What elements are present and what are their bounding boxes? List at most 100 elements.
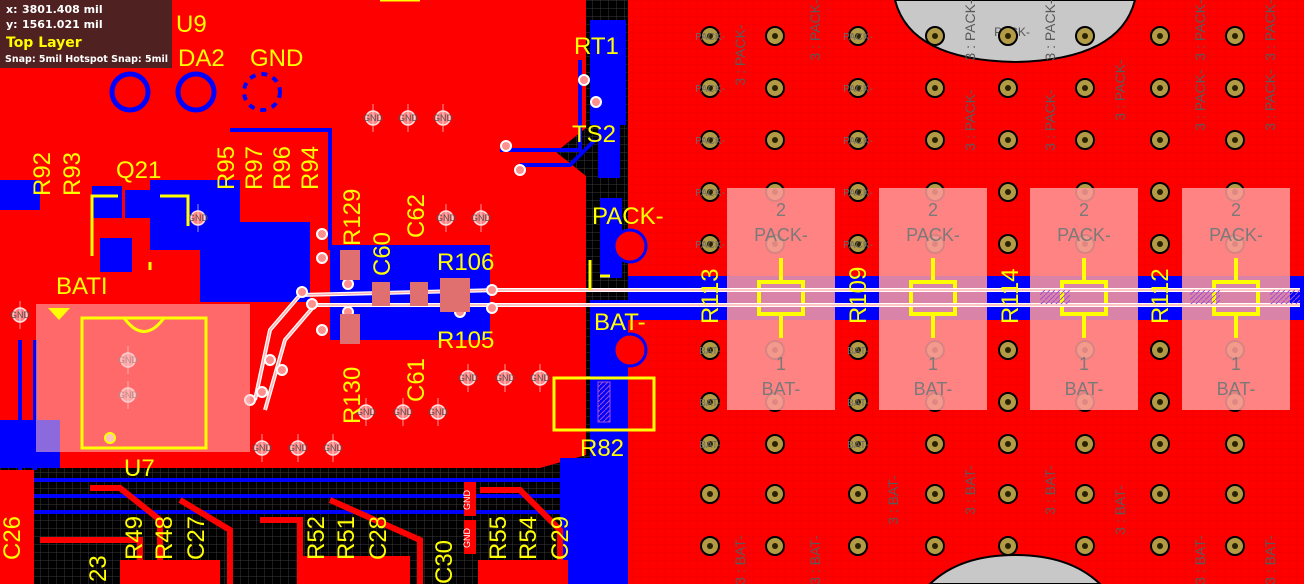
pad-bottom-net: BAT- [1217,379,1256,399]
designator-r130: R130 [339,367,366,424]
silkscreen-misc [380,0,610,290]
pack-pad-highlight[interactable] [879,188,987,410]
designator-r109: R109 [845,267,872,324]
pad-bottom-number: 1 [1231,354,1241,374]
pad-top-number: 2 [1231,200,1241,220]
gnd-via-label: GND [252,443,273,453]
designator-r114: R114 [997,268,1024,324]
hole-net-label: PACK- [843,136,873,147]
designator-r94: R94 [297,146,324,190]
hole-net-label: BAT- [699,440,720,451]
gnd-via-label: GND [495,373,516,383]
designator-r51: R51 [333,516,360,560]
hud-y-label: y: [6,18,18,31]
stacked-gnd-label: GND [462,490,472,511]
hole-net-label: PACK- [695,32,725,43]
pad-top-number: 2 [928,200,938,220]
bat-rotated-label: 3 : BAT- [885,475,901,525]
hole-net-label: PACK- [843,240,873,251]
gnd-via-label: GND [363,113,384,123]
hole-net-label: BAT- [699,346,720,357]
designator-r93: R93 [59,152,86,196]
header-pads[interactable] [109,71,217,113]
bat-rotated-label: 3 : BAT- [962,465,978,515]
bati-marker [48,308,70,320]
hud-y-value: 1561.021 mil [22,18,103,31]
gnd-via-label: GND [10,310,31,320]
pack-rotated-label: 3 : PACK- [1262,0,1278,61]
pad-bottom-number: 1 [928,354,938,374]
pack-rotated-label: 3 : PACK- [1192,69,1208,131]
smd-pads[interactable] [92,186,470,344]
designator-bat-net: BAT- [594,309,646,336]
gnd-via-label: GND [458,373,479,383]
pad-bottom-net: BAT- [762,379,801,399]
designator-r48: R48 [151,516,178,560]
pad-bottom-net: BAT- [1065,379,1104,399]
designator-r112: R112 [1147,268,1174,324]
designator-r92: R92 [29,152,56,196]
bat-rotated-label: 3 : BAT- [807,535,823,584]
hole-net-label: PACK- [843,188,873,199]
designator-r96: R96 [269,146,296,190]
gnd-via-label: GND [356,407,377,417]
designator-r113: R113 [697,268,724,324]
designator-r82: R82 [580,435,624,462]
designator-c28: C28 [365,516,392,560]
designator-r55: R55 [485,516,512,560]
hole-net-label: BAT- [847,346,868,357]
sense-trace-hatch [1040,290,1300,304]
pack-rotated-label: 3 : PACK- [1262,69,1278,131]
pack-rotated-label: 3 : PACK- [1042,89,1058,151]
pad-top-net: PACK- [906,225,960,245]
designator-u7: U7 [124,455,155,482]
hud-snap-info: Snap: 5mil Hotspot Snap: 5mil [5,54,169,65]
designator-r97: R97 [241,146,268,190]
stacked-gnd-label: GND [462,528,472,549]
hole-net-label: PACK- [695,240,725,251]
hole-net-label: PACK- [843,32,873,43]
pack-rotated-label: 3 : PACK- [962,89,978,151]
gnd-via-label: GND [393,407,414,417]
hole-net-label: PACK- [843,84,873,95]
pack-rotated-label: 3 : PACK- [1192,0,1208,61]
pad-top-number: 2 [776,200,786,220]
pad-bottom-number: 1 [776,354,786,374]
bat-rotated-label: 3 : BAT- [1042,465,1058,515]
r82-component[interactable] [552,376,656,432]
gnd-via-label: GND [188,213,209,223]
gnd-header-pad[interactable] [242,72,282,112]
pad-bottom-net: BAT- [914,379,953,399]
q21-silkscreen [90,194,190,270]
gnd-via-label: GND [428,407,449,417]
designator-r95: R95 [213,146,240,190]
rotated-net-labels: 3 : PACK- 3 : PACK- 3 : PACK- 3 : PACK- 3 : … [732,0,1278,584]
designator-c27: C27 [183,516,210,560]
designator-rt1: RT1 [574,33,619,60]
designator-r105: R105 [437,327,494,354]
gnd-via-label: GND [433,113,454,123]
hud-current-layer[interactable]: Top Layer [6,35,82,51]
hud-x-label: x: [6,3,18,16]
bat-rotated-label: 3 : BAT- [1112,485,1128,535]
top-layer-traces [0,470,563,584]
designator-c62: C62 [403,194,430,238]
pad-bottom-number: 1 [1079,354,1089,374]
gnd-via-label: GND [323,443,344,453]
gnd-via-label: GND [398,113,419,123]
designator-c30: C30 [431,540,458,584]
designator-c60: C60 [369,232,396,276]
pack-bat-pads[interactable] [612,228,648,368]
pack-rotated-label: 3 : PACK- [1112,59,1128,121]
bottom-layer-traces [0,60,597,514]
pack-pad-highlight[interactable] [727,188,835,410]
hole-net-label: BAT- [847,440,868,451]
bat-rotated-label: 3 : BAT- [732,535,748,584]
top-layer-bottom-pours [0,470,568,584]
pack-rotated-label: 3 : PACK- [732,24,748,86]
bat-rotated-label: 3 : BAT- [1192,535,1208,584]
u7-component-highlight[interactable] [36,304,250,452]
designator-q21: Q21 [116,157,161,184]
